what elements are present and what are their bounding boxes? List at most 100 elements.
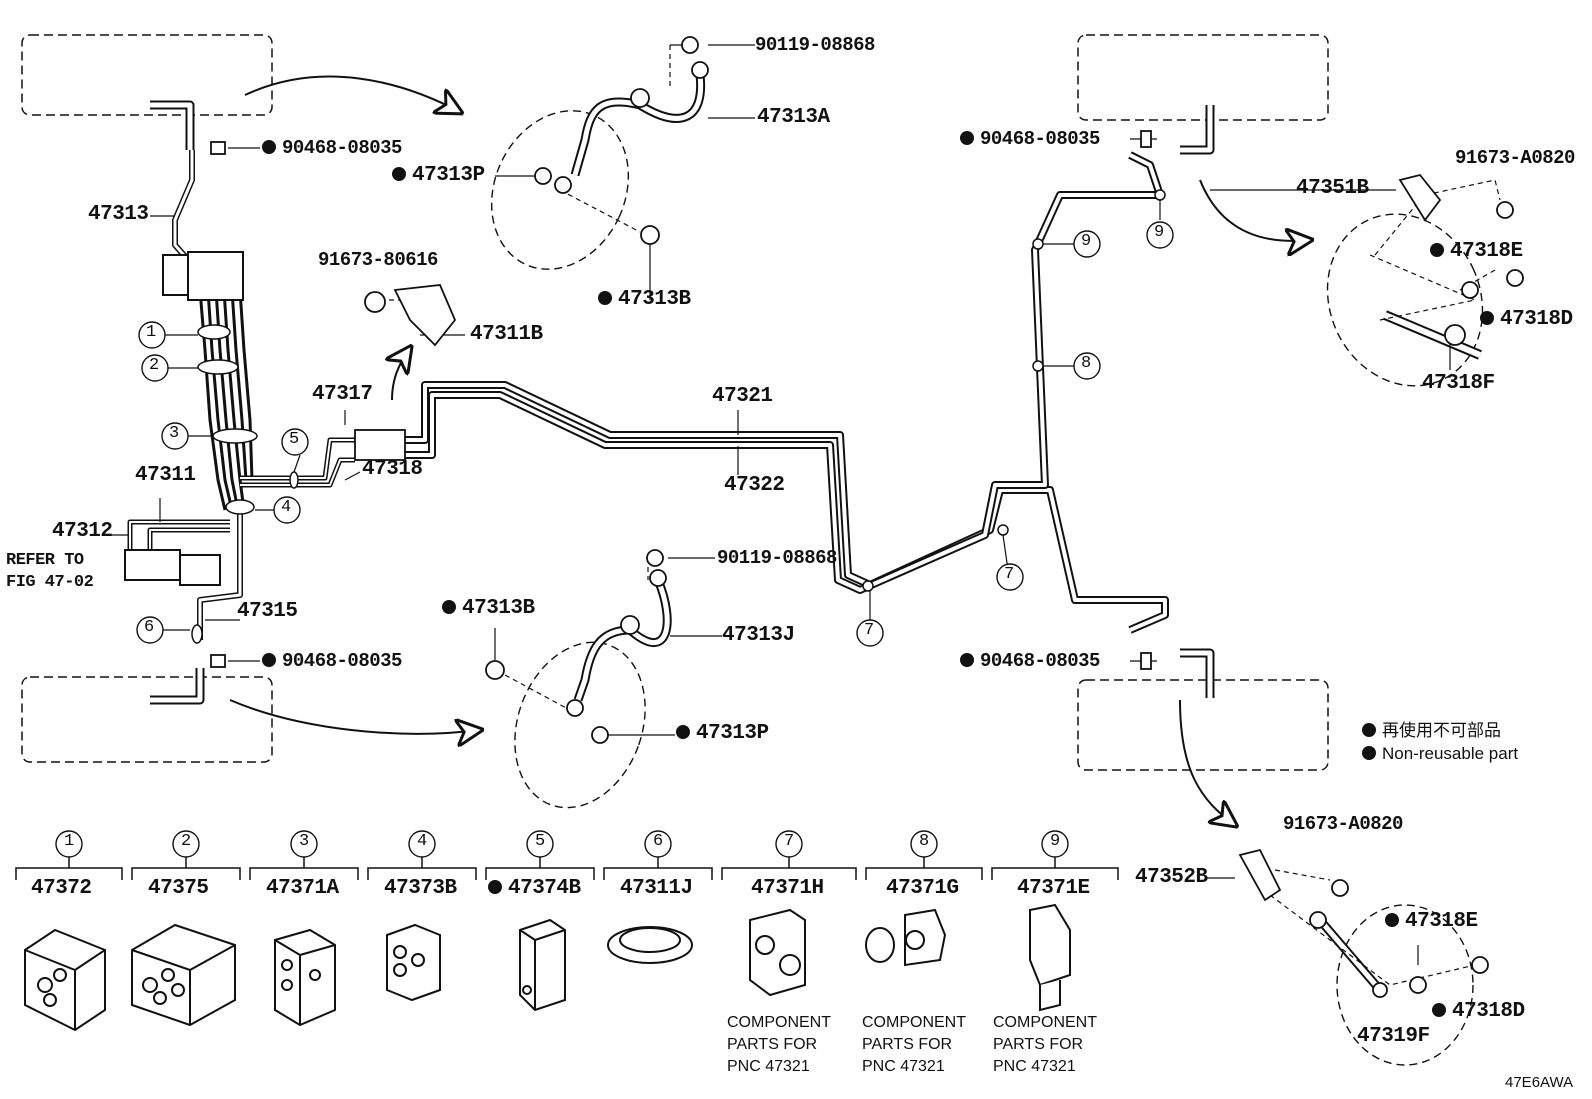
part-number: 47371E (1017, 877, 1090, 900)
part-number: 47318E (1450, 240, 1523, 263)
component-part-number: 47371A (266, 877, 339, 900)
label-47318F: 47318F (1422, 372, 1495, 395)
part-number: 47318E (1405, 910, 1478, 933)
nonreuse-dot (1362, 746, 1376, 760)
clamp-47372 (24, 928, 106, 1032)
label-47352B: 47352B (1135, 866, 1208, 889)
part-number: 47311J (620, 877, 693, 900)
component-callout-number: 7 (784, 832, 794, 851)
label-47313P-front: 47313P (392, 164, 485, 187)
label-90119-08868-front: 90119-08868 (755, 34, 875, 56)
component-callout-number: 6 (653, 832, 663, 851)
clamp-47371A (274, 928, 336, 1027)
nonreuse-dot (488, 880, 502, 894)
part-number: 47313P (412, 164, 485, 187)
part-number: 47371H (751, 877, 824, 900)
label-47319F: 47319F (1357, 1025, 1430, 1048)
label-47313: 47313 (88, 203, 149, 226)
nonreuse-dot (392, 167, 406, 181)
callout-2: 2 (149, 356, 159, 375)
label-47318E-rear: 47318E (1385, 910, 1478, 933)
clamp-47371H (749, 908, 806, 997)
component-callout-number: 9 (1050, 832, 1060, 851)
nonreuse-dot (442, 600, 456, 614)
label-47318E-front: 47318E (1430, 240, 1523, 263)
component-callout-number: 2 (181, 832, 191, 851)
flow-arrows (229, 75, 1310, 825)
part-number: 90468-08035 (980, 128, 1100, 150)
abs-actuator (124, 251, 244, 586)
front-left-box (21, 34, 273, 116)
component-illustrations (24, 903, 1071, 1032)
label-47318D-rear: 47318D (1432, 1000, 1525, 1023)
nonreuse-dot (1480, 311, 1494, 325)
part-number: 47313P (696, 722, 769, 745)
component-callout-number: 4 (417, 832, 427, 851)
label-47351B: 47351B (1296, 177, 1369, 200)
detail-ellipses (490, 110, 1484, 1066)
clamp-47373B (386, 923, 441, 1002)
part-number: 47313B (618, 288, 691, 311)
clamp-47371E (1029, 903, 1071, 1012)
component-note: COMPONENT PARTS FOR PNC 47321 (862, 1014, 966, 1075)
nonreuse-dot (1385, 913, 1399, 927)
label-47315: 47315 (237, 600, 298, 623)
callout-6: 6 (144, 618, 154, 637)
component-part-number: 47371H (751, 877, 824, 900)
clamp-47374B (519, 918, 566, 1012)
part-number: 47375 (148, 877, 209, 900)
nonreuse-dot (1362, 723, 1376, 737)
fittings (210, 36, 1524, 998)
component-callout-number: 1 (64, 832, 74, 851)
callout-3: 3 (169, 424, 179, 443)
component-part-number: 47375 (148, 877, 209, 900)
label-91673-80616: 91673-80616 (318, 249, 438, 271)
part-number: 47318D (1452, 1000, 1525, 1023)
component-part-number: 47311J (620, 877, 693, 900)
label-47322: 47322 (724, 474, 785, 497)
label-47313P-rear: 47313P (676, 722, 769, 745)
label-47318: 47318 (362, 458, 423, 481)
label-91673-A0820-front: 91673-A0820 (1455, 147, 1575, 169)
callout-5: 5 (289, 430, 299, 449)
leader-lines (110, 44, 1501, 986)
callout-7a: 7 (864, 621, 874, 640)
label-47321: 47321 (712, 385, 773, 408)
label-47318D-front: 47318D (1480, 308, 1573, 331)
component-part-number: 47371E (1017, 877, 1090, 900)
label-47312: 47312 (52, 520, 113, 543)
part-number: 47371A (266, 877, 339, 900)
part-number: 90468-08035 (282, 137, 402, 159)
callout-8: 8 (1081, 354, 1091, 373)
nonreuse-dot (960, 653, 974, 667)
component-callout-number: 3 (299, 832, 309, 851)
label-47313J: 47313J (722, 624, 795, 647)
front-right-box (1077, 34, 1329, 121)
component-note: COMPONENT PARTS FOR PNC 47321 (993, 1014, 1097, 1075)
legend-jp-text: 再使用不可部品 (1382, 721, 1501, 740)
part-number: 47373B (384, 877, 457, 900)
part-number: 47371G (886, 877, 959, 900)
brake-pipes (127, 74, 1482, 993)
part-number: 90468-08035 (980, 650, 1100, 672)
label-91673-A0820-rear: 91673-A0820 (1283, 813, 1403, 835)
callout-4: 4 (281, 498, 291, 517)
legend-en: Non-reusable part (1362, 744, 1518, 764)
clamp-47371G (865, 908, 947, 967)
part-number: 47318D (1500, 308, 1573, 331)
part-number: 47313B (462, 597, 535, 620)
callout-9a: 9 (1081, 232, 1091, 251)
component-part-number: 47371G (886, 877, 959, 900)
rear-right-box (1077, 679, 1329, 771)
nonreuse-dot (1432, 1003, 1446, 1017)
label-90468-08035-fr: 90468-08035 (960, 128, 1100, 150)
callout-1: 1 (146, 323, 156, 342)
part-number: 90468-08035 (282, 650, 402, 672)
grommet-47311J (607, 926, 693, 964)
nonreuse-dot (1430, 243, 1444, 257)
component-callouts (55, 830, 1069, 858)
nonreuse-dot (262, 140, 276, 154)
nonreuse-dot (598, 291, 612, 305)
part-number: 47372 (31, 877, 92, 900)
legend-jp: 再使用不可部品 (1362, 716, 1501, 741)
